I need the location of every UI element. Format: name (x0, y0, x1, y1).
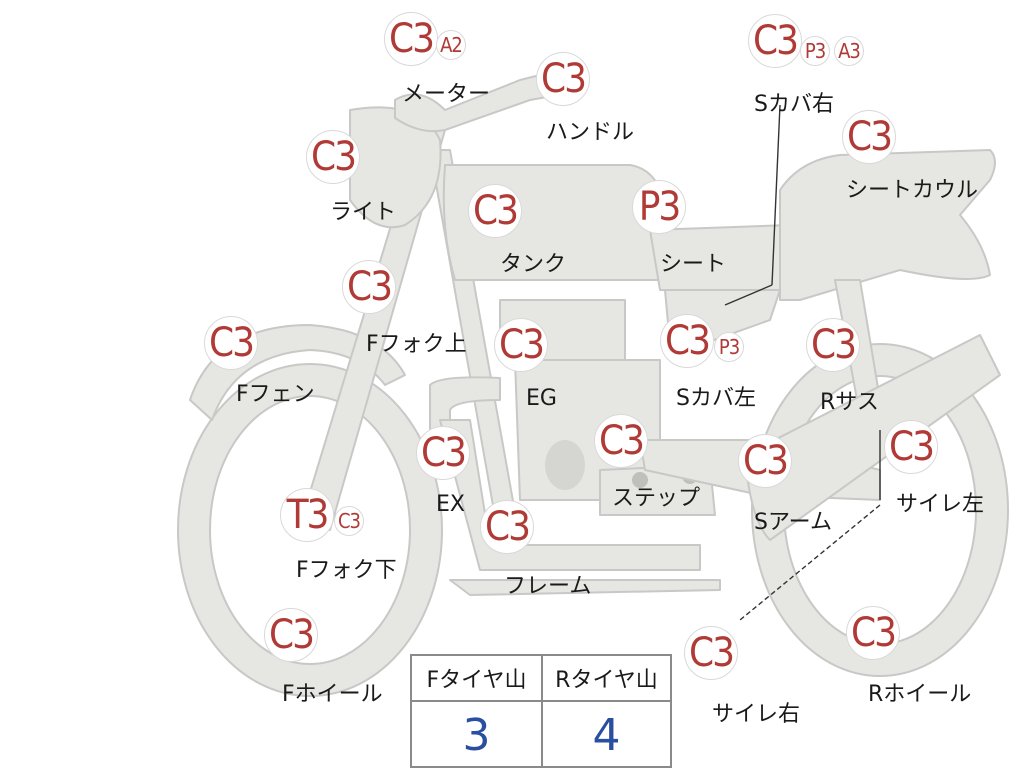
swing-arm-label: Sアーム (754, 510, 832, 535)
frame-label: フレーム (504, 574, 592, 599)
frame-grade-c3: C3 (480, 500, 534, 554)
rear-wheel-grade-c3: C3 (846, 606, 900, 660)
side-cover-right-grade-c3: C3 (748, 14, 802, 68)
side-cover-left-grade-p3: P3 (714, 332, 744, 362)
side-cover-right-grade-p3: P3 (800, 36, 830, 66)
front-fender-label: Fフェン (236, 382, 315, 407)
seat-grade-p3: P3 (632, 180, 686, 234)
rear-wheel-label: Rホイール (868, 682, 972, 707)
front-wheel-grade-c3: C3 (264, 608, 318, 662)
frame-shape (439, 419, 701, 571)
seat-cowl-grade-c3: C3 (842, 110, 896, 164)
front-fork-upper-label: Fフォク上 (366, 332, 467, 357)
leader-line-muffler-right (739, 504, 881, 621)
side-cover-left-label: Sカバ左 (676, 386, 756, 411)
rear-tire-tread-value: 4 (592, 709, 621, 761)
rear-suspension-label: Rサス (820, 390, 879, 415)
rear-suspension-grade-c3: C3 (806, 318, 860, 372)
exhaust-label: EX (436, 492, 465, 517)
front-tire-tread-value: 3 (462, 709, 491, 761)
front-wheel-label: Fホイール (282, 682, 383, 707)
seat-label: シート (660, 252, 727, 277)
step-label: ステップ (612, 486, 701, 511)
meter-grade-c3: C3 (384, 12, 438, 66)
muffler-left-label: サイレ左 (896, 492, 985, 517)
muffler-right-label: サイレ右 (712, 702, 801, 727)
seat-cowl-shape (779, 149, 996, 301)
swing-arm-grade-c3: C3 (738, 434, 792, 488)
front-fork-lower-grade-c3: C3 (334, 506, 364, 536)
meter-label: メーター (402, 82, 491, 107)
front-fork-lower-grade-t3: T3 (280, 488, 334, 542)
seat-cowl-label: シートカウル (846, 178, 979, 203)
handle-label: ハンドル (546, 120, 635, 145)
light-label: ライト (330, 200, 397, 225)
rear-tire-tread-header: Rタイヤ山 (555, 668, 658, 693)
muffler-right-grade-c3: C3 (684, 626, 738, 680)
front-fork-upper-grade-c3: C3 (342, 260, 396, 314)
tank-label: タンク (500, 252, 567, 277)
tank-grade-c3: C3 (468, 184, 522, 238)
side-cover-left-grade-c3: C3 (660, 314, 714, 368)
side-cover-right-grade-a3: A3 (834, 36, 864, 66)
side-cover-right-label: Sカバ右 (754, 92, 834, 117)
table-divider-vertical (541, 656, 543, 766)
leader-line-side-cover-right (771, 104, 781, 286)
meter-grade-a2: A2 (436, 30, 466, 60)
step-grade-c3: C3 (594, 414, 648, 468)
light-grade-c3: C3 (306, 130, 360, 184)
engine-label: EG (526, 386, 557, 411)
front-fender-grade-c3: C3 (204, 316, 258, 370)
tire-tread-table: Fタイヤ山 Rタイヤ山 3 4 (410, 654, 672, 768)
engine-grade-c3: C3 (494, 318, 548, 372)
handle-grade-c3: C3 (536, 52, 590, 106)
front-tire-tread-header: Fタイヤ山 (426, 668, 527, 693)
muffler-left-grade-c3: C3 (884, 420, 938, 474)
front-fork-lower-label: Fフォク下 (296, 558, 397, 583)
front-wheel-shape (177, 363, 443, 697)
exhaust-grade-c3: C3 (416, 426, 470, 480)
